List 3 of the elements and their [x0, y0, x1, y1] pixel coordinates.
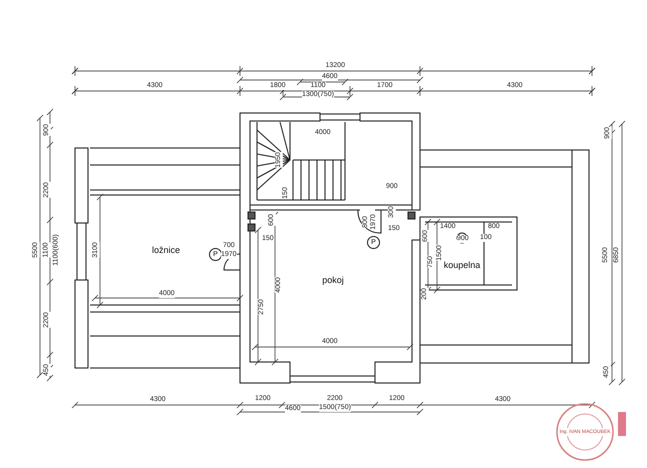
room-name: pokoj [322, 275, 344, 285]
room-name: ložnice [152, 245, 180, 255]
room-name: koupelna [444, 260, 480, 270]
